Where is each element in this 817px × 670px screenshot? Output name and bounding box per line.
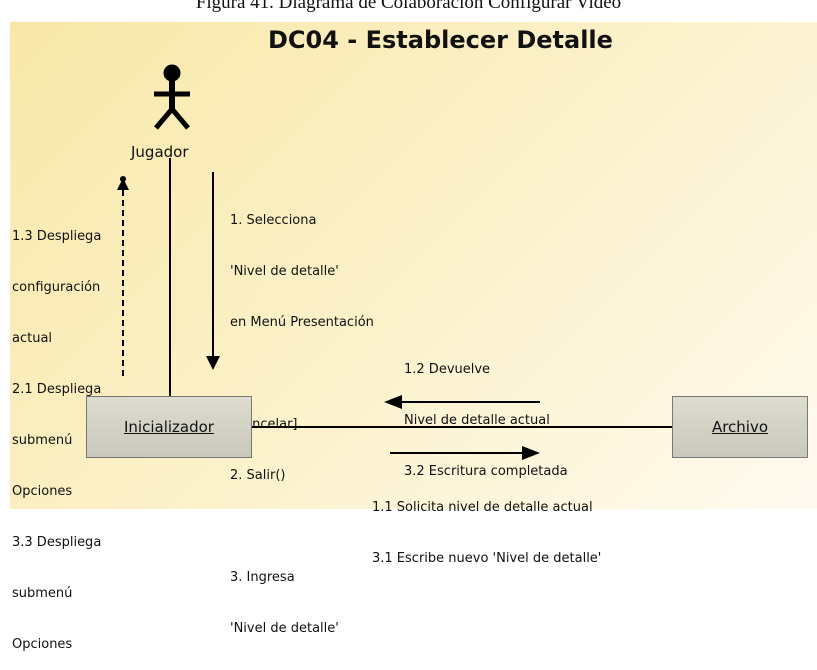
object-inicializador: Inicializador <box>86 396 252 458</box>
arrow-up-dashed-icon <box>117 176 129 376</box>
arrow-left-icon <box>384 395 540 409</box>
message-archivo-to-init: 1.2 Devuelve Nivel de detalle actual 3.2… <box>404 362 568 479</box>
figure-caption: Figura 41. Diagrama de Colaboración Conf… <box>195 0 622 13</box>
actor-label: Jugador <box>131 143 189 161</box>
message-jugador-to-init: 1. Selecciona 'Nivel de detalle' en Menú… <box>230 213 374 636</box>
object-archivo: Archivo <box>672 396 808 458</box>
diagram-title: DC04 - Establecer Detalle <box>268 26 613 54</box>
object-inicializador-label: Inicializador <box>124 418 214 436</box>
message-init-to-archivo: 1.1 Solicita nivel de detalle actual 3.1… <box>372 500 602 566</box>
arrow-right-icon <box>390 446 540 460</box>
actor-figure-icon <box>154 64 190 130</box>
object-archivo-label: Archivo <box>711 418 769 436</box>
arrow-down-icon <box>206 172 220 370</box>
diagram-lines <box>117 64 672 460</box>
